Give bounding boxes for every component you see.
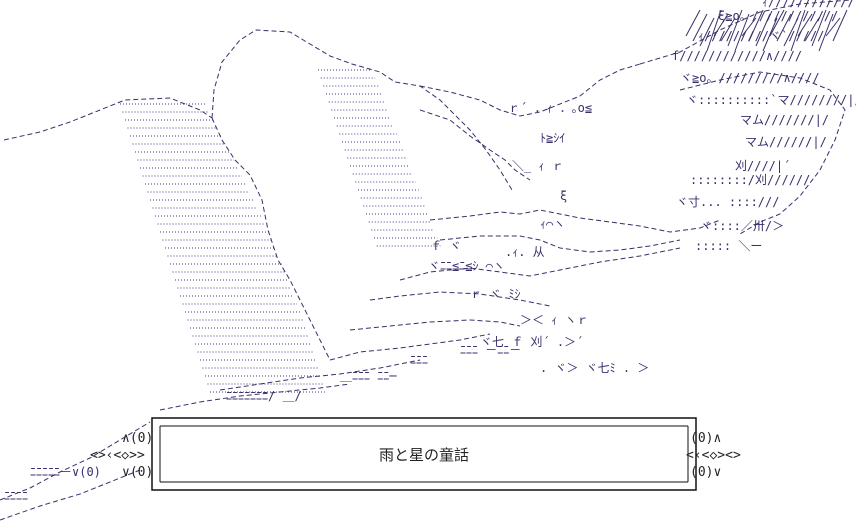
bottom-left-slope-2	[0, 469, 141, 521]
hatch-line	[832, 9, 848, 42]
svg-text:ﾆﾆﾆ: ﾆﾆﾆ	[410, 353, 428, 367]
finger-lines-2	[399, 247, 681, 281]
svg-text:ヾ七 ｆ 刈´ .＞´: ヾ七 ｆ 刈´ .＞´	[480, 335, 583, 349]
hatch-line	[734, 13, 750, 52]
right-hatching	[685, 9, 848, 52]
hatch-line	[685, 9, 701, 37]
svg-text:マム///////|/: マム///////|/	[740, 113, 829, 127]
left-ornament-middle: <>‹<◇>>	[90, 448, 145, 463]
ascii-art-figure-icon	[0, 0, 851, 521]
sleeve-top	[419, 63, 641, 117]
svg-text:ｒ´ ．ｨ ．｡o≦: ｒ´ ．ｨ ．｡o≦	[508, 101, 592, 115]
title-banner: 雨と星の童話 ∧(0) <>‹<◇>> ∨(0) (0)∧ <‹<◇><> (0…	[90, 417, 741, 491]
sleeve-lower	[419, 109, 531, 181]
hatch-line	[699, 17, 715, 47]
left-ground-line	[3, 97, 213, 141]
left-dotted-mass	[120, 69, 441, 393]
svg-text:＞＜ ｨ ヽｒ: ＞＜ ｨ ヽｒ	[520, 313, 588, 327]
banner-outer-frame	[151, 417, 697, 491]
finger-lines	[439, 235, 681, 253]
hood-outline	[211, 29, 513, 191]
hatch-line	[720, 17, 736, 42]
svg-text:ｒ ヾ ﾐｼ: ｒ ヾ ﾐｼ	[470, 287, 520, 301]
left-ornament-bottom: ∨(0)	[122, 465, 153, 480]
cascade-step-5	[159, 383, 351, 411]
cascade-step-1	[369, 291, 551, 307]
glyph-fragments: ｒ´ ．ｨ ．｡o≦ ﾄ≧ｼｲ ＼_ ｨ ｒ ξ ｨ⌒ヽ .ｨ. 从 ｆ ヾ ヾ…	[4, 0, 856, 503]
svg-text:ｨ////////////: ｨ////////////	[762, 0, 855, 9]
hatch-line	[811, 9, 827, 47]
svg-text:＿ﾆﾆﾆ ﾆﾆ─: ＿ﾆﾆﾆ ﾆﾆ─	[340, 369, 397, 383]
hatch-line	[741, 17, 757, 37]
hand-outline	[429, 209, 721, 233]
svg-text:. ヾ＞ ヾ七ﾐ . ＞: . ヾ＞ ヾ七ﾐ . ＞	[540, 361, 649, 375]
hatch-line	[713, 13, 729, 37]
bottom-left-slope	[0, 421, 151, 501]
svg-text:刈////|´: 刈////|´	[735, 159, 790, 173]
right-sleeve-edge	[639, 0, 851, 65]
hatch-line	[825, 17, 841, 37]
svg-text:ﾄ≧ｼｲ: ﾄ≧ｼｲ	[540, 131, 565, 145]
banner-title: 雨と星の童話	[379, 446, 469, 464]
right-ornament-bottom: (0)∨	[690, 465, 721, 480]
hatch-line	[783, 17, 799, 47]
hatch-line	[790, 9, 806, 52]
svg-text:ξ≧o。////////////: ξ≧o。////////////	[718, 9, 838, 23]
svg-text:ﾆﾆﾆ －ﾆﾆ－: ﾆﾆﾆ －ﾆﾆ－	[460, 343, 521, 357]
svg-text:ヾ::::::::::`マ////////|/: ヾ::::::::::`マ////////|/	[686, 93, 856, 107]
svg-text:＼_ ｨ ｒ: ＼_ ｨ ｒ	[512, 159, 564, 173]
svg-text:ﾆﾆﾆﾆﾆﾆﾆ/ ＿/: ﾆﾆﾆﾆﾆﾆﾆ/ ＿/	[226, 389, 302, 403]
svg-text:マム//////|/: マム//////|/	[745, 135, 827, 149]
hatch-line	[692, 13, 708, 42]
left-ornament-top: ∧(0)	[122, 431, 153, 446]
cascade-step-4	[219, 359, 421, 391]
hood-crease	[211, 117, 331, 361]
hatch-line	[762, 17, 778, 52]
hatch-line	[804, 17, 820, 42]
svg-text:::::: ＼ー: ::::: ＼ー	[695, 239, 762, 253]
right-ornament-top: (0)∧	[690, 431, 721, 446]
cascade-step-2	[349, 319, 521, 331]
svg-text:ヾﾆﾆ≦ﾆ≦ｼ ⌒ヽ: ヾﾆﾆ≦ﾆ≦ｼ ⌒ヽ	[428, 259, 505, 273]
svg-text:.ｨ. 从: .ｨ. 从	[505, 245, 545, 259]
hatch-line	[818, 13, 834, 52]
hatch-line	[727, 9, 743, 47]
hatch-line	[797, 13, 813, 37]
hatch-line	[748, 9, 764, 42]
svg-text:ξ: ξ	[560, 189, 567, 203]
svg-text:ﾆﾆﾆﾆ: ﾆﾆﾆﾆ	[4, 489, 28, 503]
svg-text:ヾ≧o。/////////∧////: ヾ≧o。/////////∧////	[680, 71, 820, 85]
svg-text:ヾ::::／卅/＞: ヾ::::／卅/＞	[700, 219, 784, 233]
right-ornament-middle: <‹<◇><>	[686, 448, 741, 463]
cascade-step-3	[329, 333, 491, 361]
svg-text:ｆ ヾ: ｆ ヾ	[430, 239, 461, 253]
hatch-line	[755, 13, 771, 47]
svg-text:ﾆﾆﾆﾆﾆ－∨(0): ﾆﾆﾆﾆﾆ－∨(0)	[30, 465, 101, 479]
svg-text:ヾ寸... ::::///: ヾ寸... ::::///	[676, 195, 779, 209]
hatch-line	[769, 9, 785, 37]
hatch-line	[776, 13, 792, 42]
svg-text:ｨ⌒ヽ: ｨ⌒ヽ	[540, 217, 565, 231]
right-sleeve-edge-2	[679, 71, 846, 235]
svg-text:::::::::/刈//////: ::::::::/刈//////	[690, 173, 810, 187]
hatch-line	[706, 9, 722, 52]
svg-text:ｨ/////////ヾ`/////: ｨ/////////ヾ`/////	[698, 29, 824, 43]
svg-text:f////////////∧////: f////////////∧////	[672, 49, 802, 63]
